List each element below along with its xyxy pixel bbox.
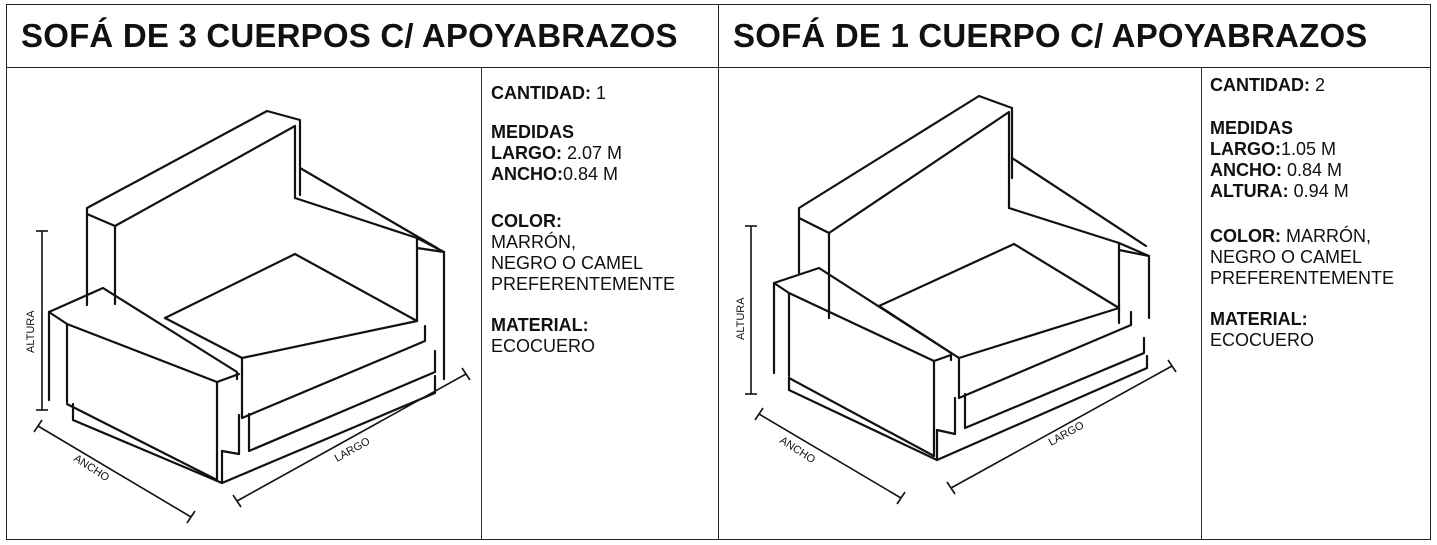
cantidad-value: 2 — [1315, 75, 1326, 95]
ancho-row: ANCHO:0.84 M — [491, 164, 675, 185]
material-label: MATERIAL: — [491, 315, 589, 335]
spec-column-divider — [481, 67, 482, 539]
dim-label-ancho: ANCHO — [777, 434, 817, 466]
altura-row: ALTURA: 0.94 M — [1210, 181, 1394, 202]
ancho-label: ANCHO: — [491, 164, 563, 184]
panel-title-3-cuerpos: SOFÁ DE 3 CUERPOS C/ APOYABRAZOS — [21, 17, 678, 54]
ancho-label: ANCHO: — [1210, 160, 1282, 180]
largo-value: 2.07 M — [567, 143, 623, 163]
material-value: ECOCUERO — [491, 336, 596, 356]
cantidad-row: CANTIDAD: 1 — [491, 83, 675, 104]
largo-row: LARGO:1.05 M — [1210, 139, 1394, 160]
panel-title-1-cuerpo: SOFÁ DE 1 CUERPO C/ APOYABRAZOS — [733, 17, 1368, 54]
largo-value: 1.05 M — [1281, 139, 1337, 159]
medidas-label: MEDIDAS — [491, 122, 575, 142]
color-line-3: PREFERENTEMENTE — [491, 274, 676, 294]
spec-block-3-cuerpos: CANTIDAD: 1 MEDIDAS LARGO: 2.07 M ANCHO:… — [491, 83, 675, 357]
color-label: COLOR: — [1210, 226, 1281, 246]
ancho-row: ANCHO: 0.84 M — [1210, 160, 1394, 181]
spec-column-divider — [1201, 67, 1202, 539]
ancho-value: 0.84 M — [1287, 160, 1343, 180]
material-label: MATERIAL: — [1210, 309, 1308, 329]
largo-label: LARGO: — [491, 143, 562, 163]
color-line-2: NEGRO O CAMEL — [491, 253, 644, 273]
material-value: ECOCUERO — [1210, 330, 1315, 350]
altura-value: 0.94 M — [1293, 181, 1349, 201]
panel-divider — [718, 5, 719, 539]
sofa-3-cuerpos-drawing: ALTURA ANCHO LARGO — [25, 109, 471, 524]
header-divider — [7, 67, 1430, 68]
color-row: COLOR: MARRÓN, — [1210, 226, 1394, 247]
largo-label: LARGO: — [1210, 139, 1281, 159]
spec-sheet: SOFÁ DE 3 CUERPOS C/ APOYABRAZOS — [6, 4, 1431, 540]
cantidad-label: CANTIDAD: — [491, 83, 591, 103]
altura-label: ALTURA: — [1210, 181, 1289, 201]
dim-label-largo: LARGO — [333, 435, 373, 464]
color-line-2: NEGRO O CAMEL — [1210, 247, 1363, 267]
color-line-1: MARRÓN, — [1286, 226, 1372, 246]
largo-row: LARGO: 2.07 M — [491, 143, 675, 164]
dim-label-altura: ALTURA — [25, 310, 37, 353]
ancho-value: 0.84 M — [563, 164, 619, 184]
cantidad-value: 1 — [596, 83, 607, 103]
medidas-label: MEDIDAS — [1210, 118, 1294, 138]
sofa-1-cuerpo-drawing: ALTURA ANCHO LARGO — [735, 94, 1177, 505]
color-label: COLOR: — [491, 211, 562, 231]
cantidad-label: CANTIDAD: — [1210, 75, 1310, 95]
spec-block-1-cuerpo: CANTIDAD: 2 MEDIDAS LARGO:1.05 M ANCHO: … — [1210, 75, 1394, 351]
cantidad-row: CANTIDAD: 2 — [1210, 75, 1394, 96]
color-line-3: PREFERENTEMENTE — [1210, 268, 1395, 288]
color-line-1: MARRÓN, — [491, 232, 576, 252]
dim-label-altura: ALTURA — [735, 297, 747, 340]
